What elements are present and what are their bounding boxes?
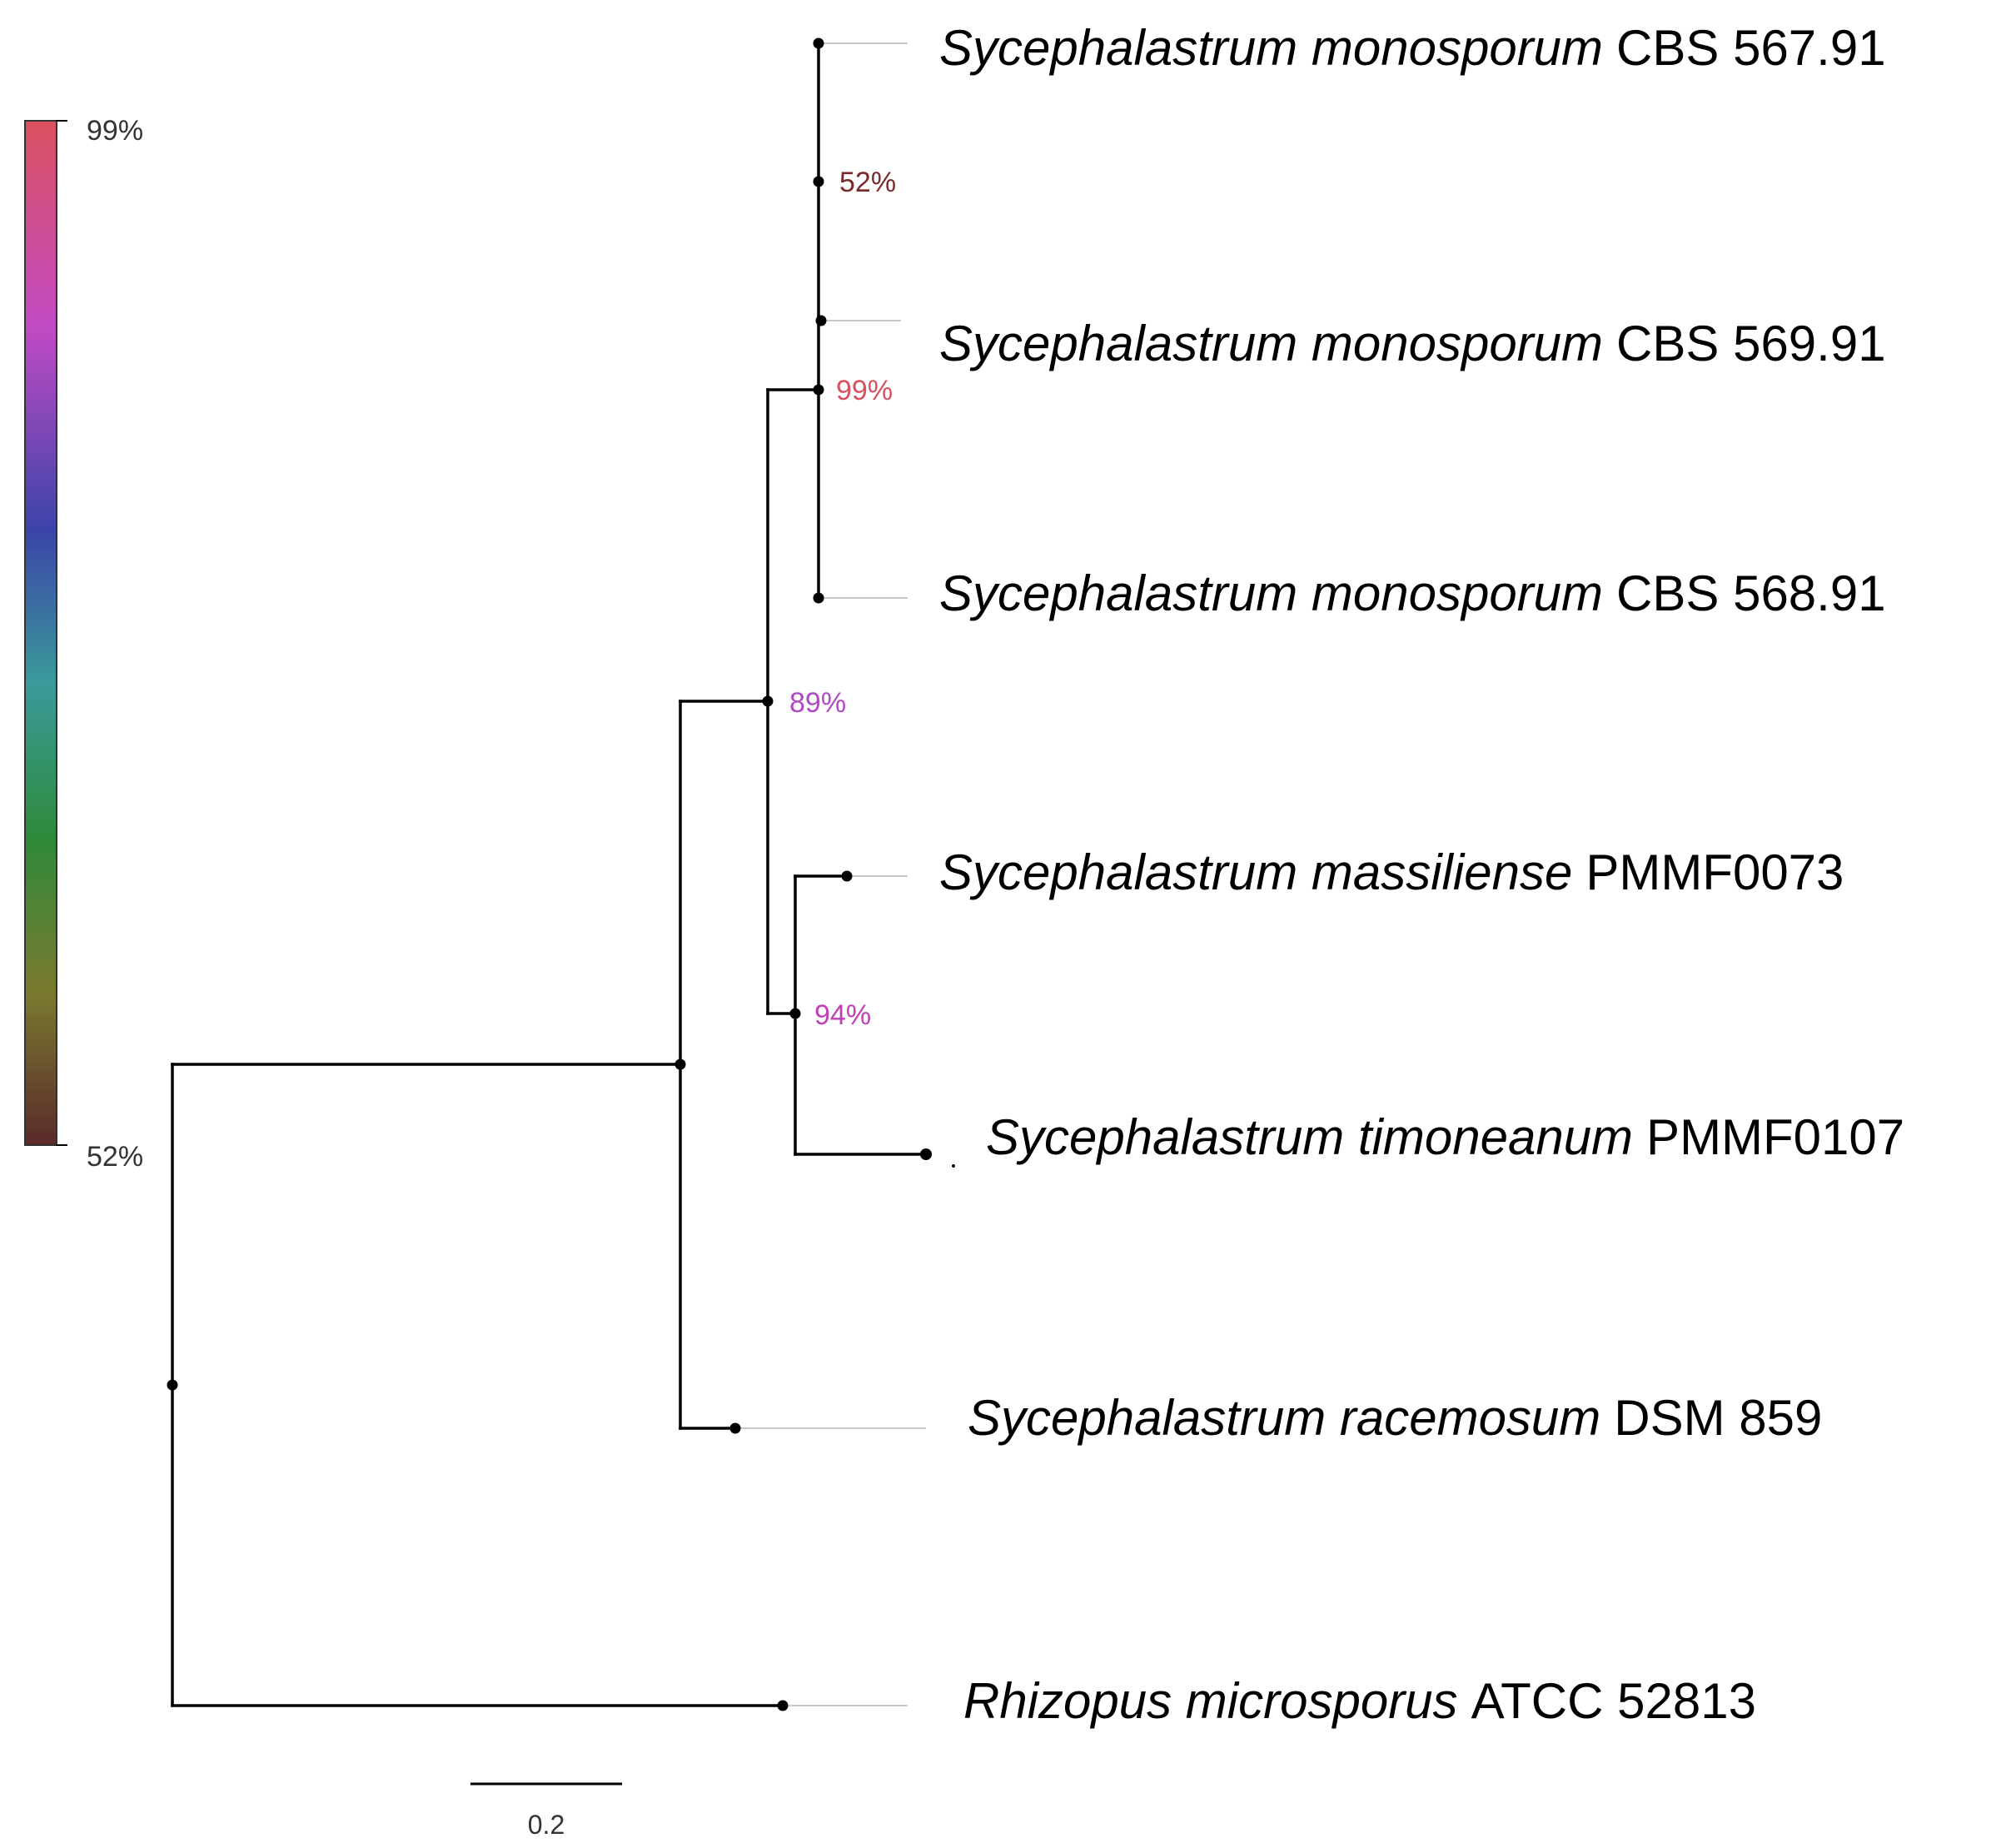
support-values: 52% 99% 89% 94% [789, 167, 896, 1031]
support-color-legend: 99% 52% [24, 115, 143, 1173]
leaf-node-cbs568 [813, 592, 824, 604]
scale-bar-label: 0.2 [528, 1810, 565, 1840]
node-monosporum [813, 384, 824, 396]
leaf-node-cbs569 [815, 315, 827, 326]
label-leaders [737, 42, 926, 1706]
leaf-node-massiliense [841, 870, 853, 882]
legend-max-label: 99% [87, 115, 143, 147]
support-value: 94% [814, 999, 871, 1031]
node-cbs567-569 [813, 176, 824, 187]
node-root [167, 1379, 178, 1391]
leaf-node-cbs567 [813, 37, 824, 49]
scale-bar: 0.2 [470, 1782, 622, 1840]
node-sycephalastrum [674, 1058, 686, 1070]
support-value: 89% [789, 687, 846, 719]
node-ingroup [762, 695, 774, 707]
support-value: 99% [836, 375, 893, 406]
support-value: 52% [839, 167, 896, 198]
stray-dot [952, 1164, 955, 1168]
leaf-node-rhizopus [777, 1700, 789, 1711]
tree-nodes [167, 37, 955, 1711]
leaf-node-timoneanum [920, 1148, 932, 1160]
node-massiliense-timoneanum [789, 1008, 801, 1019]
legend-gradient-bar [24, 120, 57, 1146]
legend-min-label: 52% [87, 1141, 143, 1173]
tree-branches [171, 42, 928, 1707]
leaf-node-racemosum [729, 1422, 741, 1434]
